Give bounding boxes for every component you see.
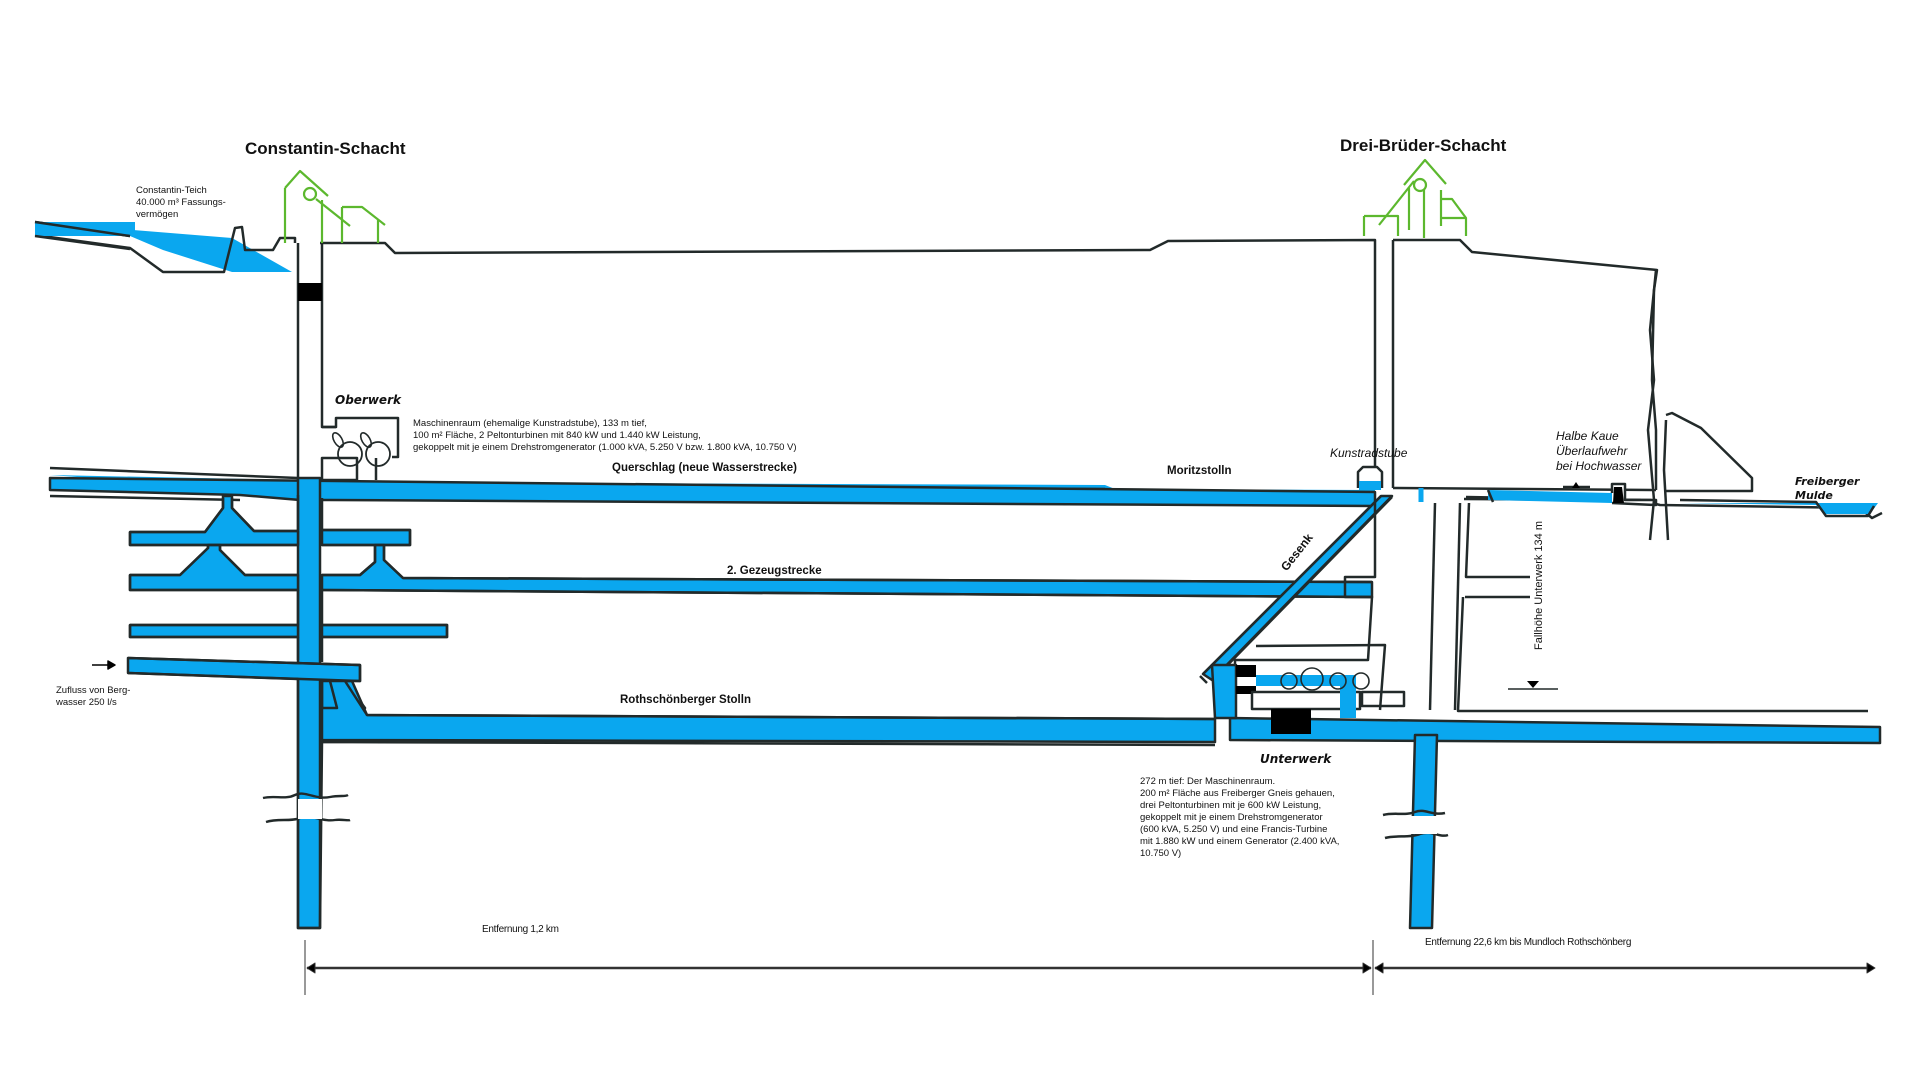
unterwerk-description-line: gekoppelt mit je einem Drehstromgenerato… <box>1140 812 1323 823</box>
unterwerk-description-line: (600 kVA, 5.250 V) und eine Francis-Turb… <box>1140 824 1328 835</box>
inflow-label-line: Zufluss von Berg- <box>56 685 131 696</box>
unterwerk-description-line: 200 m² Fläche aus Freiberger Gneis gehau… <box>1140 788 1335 799</box>
freiberger-mulde-label: Freiberger Mulde <box>1795 475 1859 503</box>
oberwerk-description-line: gekoppelt mit je einem Drehstromgenerato… <box>413 442 797 453</box>
reservoir-label-line: Constantin-Teich <box>136 185 207 196</box>
distance-left-label: Entfernung 1,2 km <box>482 924 559 935</box>
halbe-kaue-terrain <box>1486 269 1754 541</box>
oberwerk-description-line: 100 m² Fläche, 2 Peltonturbinen mit 840 … <box>413 430 701 441</box>
unterwerk-description-line: 272 m tief: Der Maschinenraum. <box>1140 776 1276 787</box>
unterwerk-description: 272 m tief: Der Maschinenraum. 200 m² Fl… <box>1140 776 1339 860</box>
shaft-break-mark <box>262 792 351 824</box>
unterwerk-description-line: 10.750 V) <box>1140 848 1182 859</box>
fallhoehe-label: Fallhöhe Unterwerk 134 m <box>1533 520 1545 650</box>
tunnel-outlines-left <box>127 495 1373 930</box>
reservoir-label-line: vermögen <box>136 209 179 220</box>
unterwerk-machine-room <box>1210 643 1406 734</box>
querschlag-label: Querschlag (neue Wasserstrecke) <box>612 462 797 474</box>
weir-label-line: Halbe Kaue <box>1556 429 1619 443</box>
drei-brueder-lower-shaft <box>1382 733 1449 930</box>
oberwerk-description-line: Maschinenraum (ehemalige Kunstradstube),… <box>413 418 647 429</box>
weir-label: Halbe Kaue Überlaufwehr bei Hochwasser <box>1556 429 1641 474</box>
rothschoenberger-stolln-label: Rothschönberger Stolln <box>620 694 751 706</box>
distance-scale <box>304 940 1876 995</box>
oberwerk-title: Oberwerk <box>335 393 401 407</box>
kunstradstube-label: Kunstradstube <box>1330 446 1408 460</box>
fallhoehe-marker <box>1508 681 1558 690</box>
constantin-schacht-title: Constantin-Schacht <box>245 139 406 158</box>
inflow-label-line: wasser 250 l/s <box>56 697 117 708</box>
oberwerk-machine-room <box>320 416 400 482</box>
kunstradstube-chamber <box>1356 465 1424 502</box>
constantin-teich-reservoir <box>34 220 297 274</box>
constantin-headframe-icon <box>283 169 386 243</box>
river-label-line: Mulde <box>1795 489 1833 502</box>
distance-right-label: Entfernung 22,6 km bis Mundloch Rothschö… <box>1425 937 1632 948</box>
gesenk-incline <box>1199 494 1394 684</box>
unterwerk-title: Unterwerk <box>1260 752 1332 766</box>
inflow-label: Zufluss von Berg- wasser 250 l/s <box>56 685 130 709</box>
moritzstolln-right-water <box>1488 482 1878 518</box>
moritzstolln-label: Moritzstolln <box>1167 465 1232 477</box>
shaft-plug <box>298 283 322 301</box>
reservoir-label: Constantin-Teich 40.000 m³ Fassungs- ver… <box>136 185 226 221</box>
drei-brueder-schacht-title: Drei-Brüder-Schacht <box>1340 136 1507 155</box>
drei-brueder-headframe-icon <box>1362 158 1468 238</box>
gezeugstrecke-label: 2. Gezeugstrecke <box>727 565 822 577</box>
weir-label-line: Überlaufwehr <box>1556 444 1628 458</box>
unterwerk-description-line: drei Peltonturbinen mit je 600 kW Leistu… <box>1140 800 1322 811</box>
inflow-arrow-icon <box>92 660 116 670</box>
river-label-line: Freiberger <box>1795 475 1860 488</box>
oberwerk-description: Maschinenraum (ehemalige Kunstradstube),… <box>413 418 797 454</box>
reservoir-label-line: 40.000 m³ Fassungs- <box>136 197 226 208</box>
weir-label-line: bei Hochwasser <box>1556 459 1642 473</box>
unterwerk-description-line: mit 1.880 kW und einem Generator (2.400 … <box>1140 836 1340 847</box>
